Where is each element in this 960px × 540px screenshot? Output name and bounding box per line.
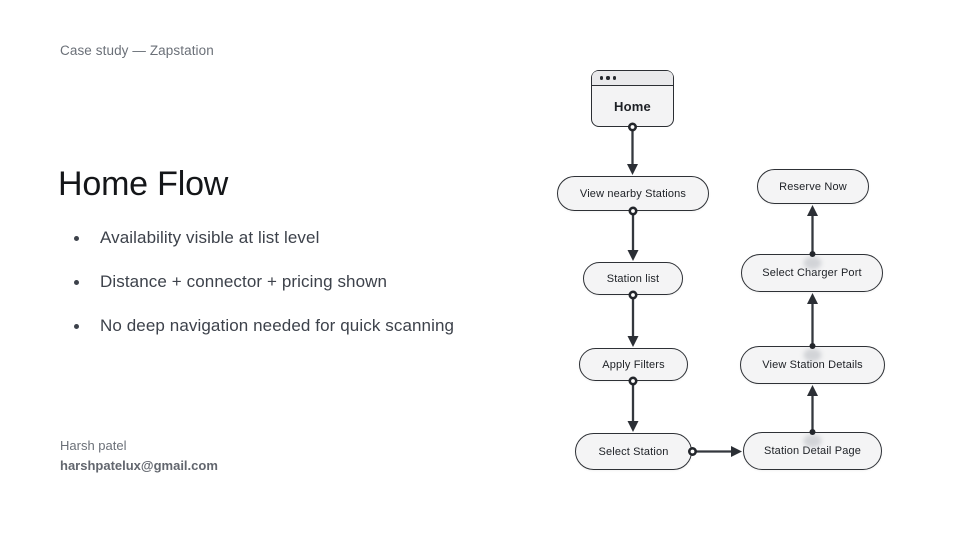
arrowhead-right-icon (731, 446, 742, 457)
bullet-dot-icon (74, 279, 79, 285)
window-dot-icon (606, 76, 610, 80)
bullet-dot-icon (74, 235, 79, 241)
flow-node-select-station: Select Station (575, 433, 692, 470)
arrowhead-down-icon (627, 336, 639, 347)
author-name: Harsh patel (60, 438, 127, 453)
bullet-text: Distance + connector + pricing shown (100, 272, 388, 291)
case-study-eyebrow: Case study — Zapstation (60, 43, 214, 58)
window-dot-icon (600, 76, 604, 80)
flow-node-station-detail-page: Station Detail Page (743, 432, 882, 470)
flow-node-station-list: Station list (583, 262, 683, 295)
bullet-item: No deep navigation needed for quick scan… (60, 315, 454, 337)
arrowhead-down-icon (627, 250, 639, 261)
bullet-item: Distance + connector + pricing shown (60, 271, 387, 293)
arrowhead-up-icon (807, 385, 818, 396)
flow-node-select-charger-port: Select Charger Port (741, 254, 883, 292)
arrowhead-down-icon (627, 421, 639, 432)
arrowhead-down-icon (627, 164, 638, 175)
bullet-item: Availability visible at list level (60, 227, 319, 249)
window-dot-icon (612, 76, 617, 80)
flow-node-view-station-details: View Station Details (740, 346, 885, 384)
arrowhead-up-icon (807, 293, 818, 304)
bullet-text: No deep navigation needed for quick scan… (100, 316, 455, 335)
window-traffic-dots-icon (592, 71, 673, 86)
flow-node-view-nearby-stations: View nearby Stations (557, 176, 709, 211)
author-email: harshpatelux@gmail.com (60, 458, 218, 473)
bullet-text: Availability visible at list level (100, 228, 320, 247)
page-title: Home Flow (58, 165, 229, 203)
flow-node-apply-filters: Apply Filters (579, 348, 688, 381)
arrowhead-up-icon (807, 205, 818, 216)
flow-node-home-label: Home (614, 98, 651, 114)
flow-node-reserve-now: Reserve Now (757, 169, 869, 204)
author-block: Harsh patel harshpatelux@gmail.com (60, 436, 218, 476)
flow-node-home-window: Home (591, 70, 674, 127)
bullet-dot-icon (74, 323, 79, 329)
